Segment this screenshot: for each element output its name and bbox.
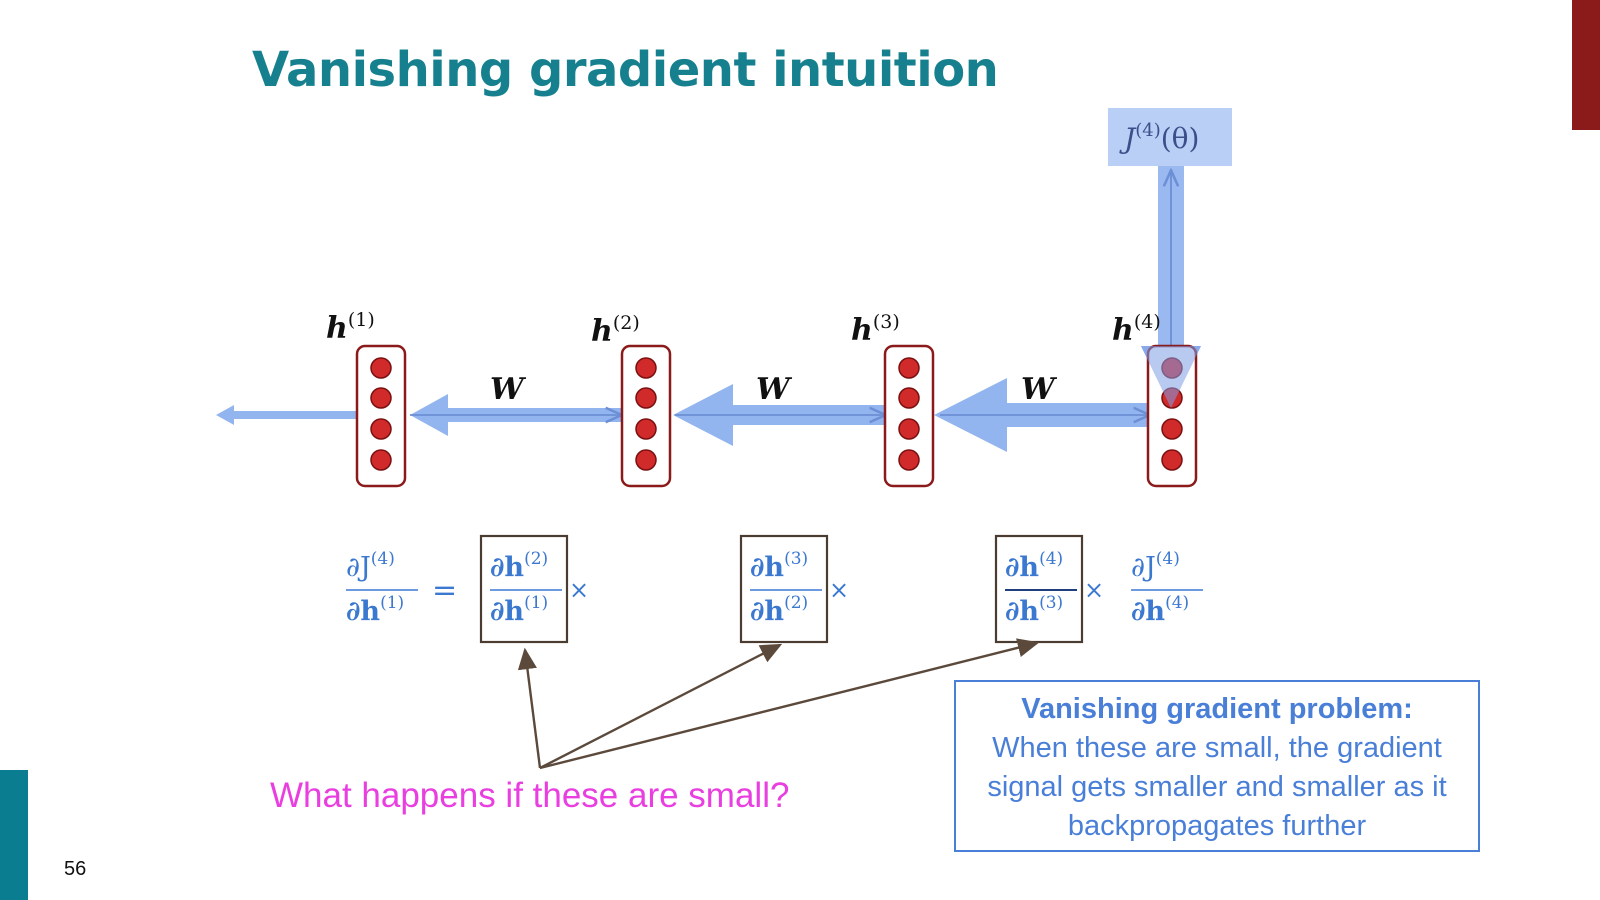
slide-title: Vanishing gradient intuition [252, 42, 999, 98]
problem-title: Vanishing gradient problem: [1021, 693, 1413, 725]
question-callout: What happens if these are small? [270, 776, 790, 815]
hidden-state-h3 [883, 344, 935, 488]
times-1: × [569, 576, 589, 604]
pointer-arrow-3 [539, 638, 1040, 770]
times-2: × [829, 576, 849, 604]
problem-body: When these are small, the gradient signa… [987, 732, 1447, 842]
loss-box [1108, 108, 1232, 166]
gradient-arrowhead-beyond [216, 405, 234, 425]
factor-box-1 [479, 534, 569, 644]
hidden-label-h4: h(4) [1112, 311, 1161, 348]
hidden-label-h1: h(1) [326, 309, 375, 346]
hidden-state-h1 [355, 344, 407, 488]
problem-callout-box: Vanishing gradient problem: When these a… [954, 680, 1480, 852]
hidden-state-h4 [1141, 344, 1201, 488]
equals-sign: = [432, 573, 457, 608]
accent-bar-top [1572, 0, 1600, 130]
pointer-arrow-1 [517, 647, 542, 769]
hidden-state-h2 [620, 344, 672, 488]
factor-box-2 [739, 534, 829, 644]
hidden-label-h2: h(2) [591, 312, 640, 349]
chain-rule-equation: ∂J(4) ∂h(1) = ∂h(2) ∂h(1) × ∂h(3) ∂h(2) … [346, 534, 1203, 644]
hidden-label-h3: h(3) [851, 311, 900, 348]
times-3: × [1084, 576, 1104, 604]
factor-3-denominator: ∂h(3) [1005, 593, 1063, 627]
factor-1-numerator: ∂h(2) [490, 549, 548, 583]
weight-label-2: W [756, 372, 793, 407]
pointer-arrow-2 [539, 643, 783, 770]
accent-bar-bottom [0, 770, 28, 900]
lhs-denominator: ∂h(1) [346, 593, 404, 627]
last-denominator: ∂h(4) [1131, 593, 1189, 627]
factor-3-numerator: ∂h(4) [1005, 549, 1063, 583]
factor-1-denominator: ∂h(1) [490, 593, 548, 627]
gradient-arrow-h1-beyond [232, 411, 356, 419]
weight-label-1: W [490, 372, 527, 407]
loss-label: J(4)(θ) [1119, 120, 1199, 155]
page-number: 56 [64, 858, 87, 880]
last-numerator: ∂J(4) [1131, 549, 1180, 583]
weight-label-3: W [1021, 372, 1058, 407]
pointer-arrows [517, 638, 1040, 770]
factor-2-numerator: ∂h(3) [750, 549, 808, 583]
factor-2-denominator: ∂h(2) [750, 593, 808, 627]
lhs-numerator: ∂J(4) [346, 549, 395, 583]
